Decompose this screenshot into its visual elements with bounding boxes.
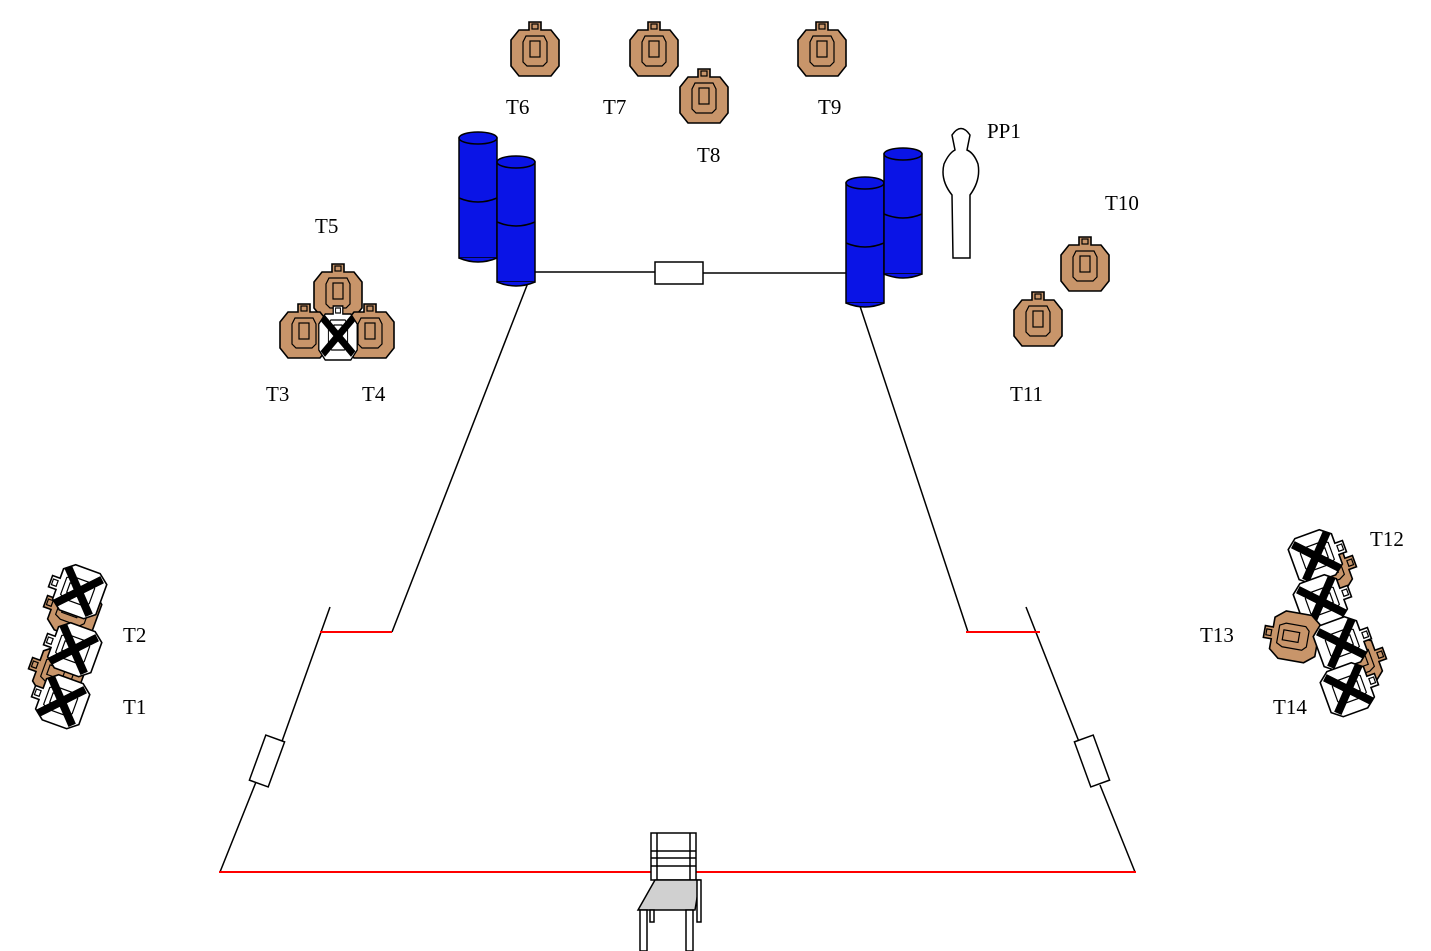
barrel-stack-right xyxy=(845,147,923,308)
label-t2: T2 xyxy=(123,623,146,647)
wall-port-right xyxy=(1073,734,1111,788)
label-t3: T3 xyxy=(266,382,289,406)
no-shoot-t3-t4 xyxy=(317,305,359,361)
label-t9: T9 xyxy=(818,95,841,119)
target-t10 xyxy=(1060,236,1110,292)
target-t8 xyxy=(679,68,729,124)
start-chair-table xyxy=(636,832,702,951)
target-t7 xyxy=(629,21,679,77)
target-cluster-t12-t14 xyxy=(1259,522,1394,721)
label-t14: T14 xyxy=(1273,695,1307,719)
barrel-stack-left xyxy=(458,131,536,287)
label-t11: T11 xyxy=(1010,382,1043,406)
label-t8: T8 xyxy=(697,143,720,167)
target-t6 xyxy=(510,21,560,77)
popper-pp1 xyxy=(942,127,980,259)
stage-walls xyxy=(219,271,1136,873)
label-t1: T1 xyxy=(123,695,146,719)
label-pp1: PP1 xyxy=(987,119,1021,143)
target-t9 xyxy=(797,21,847,77)
label-t13: T13 xyxy=(1200,623,1234,647)
label-t4: T4 xyxy=(362,382,386,406)
target-t11 xyxy=(1013,291,1063,347)
wall-port-top xyxy=(654,261,704,285)
label-t6: T6 xyxy=(506,95,529,119)
label-t5: T5 xyxy=(315,214,338,238)
wall-port-left xyxy=(248,734,286,788)
target-cluster-t1-t2 xyxy=(21,557,111,733)
label-t10: T10 xyxy=(1105,191,1139,215)
label-t12: T12 xyxy=(1370,527,1404,551)
label-t7: T7 xyxy=(603,95,626,119)
